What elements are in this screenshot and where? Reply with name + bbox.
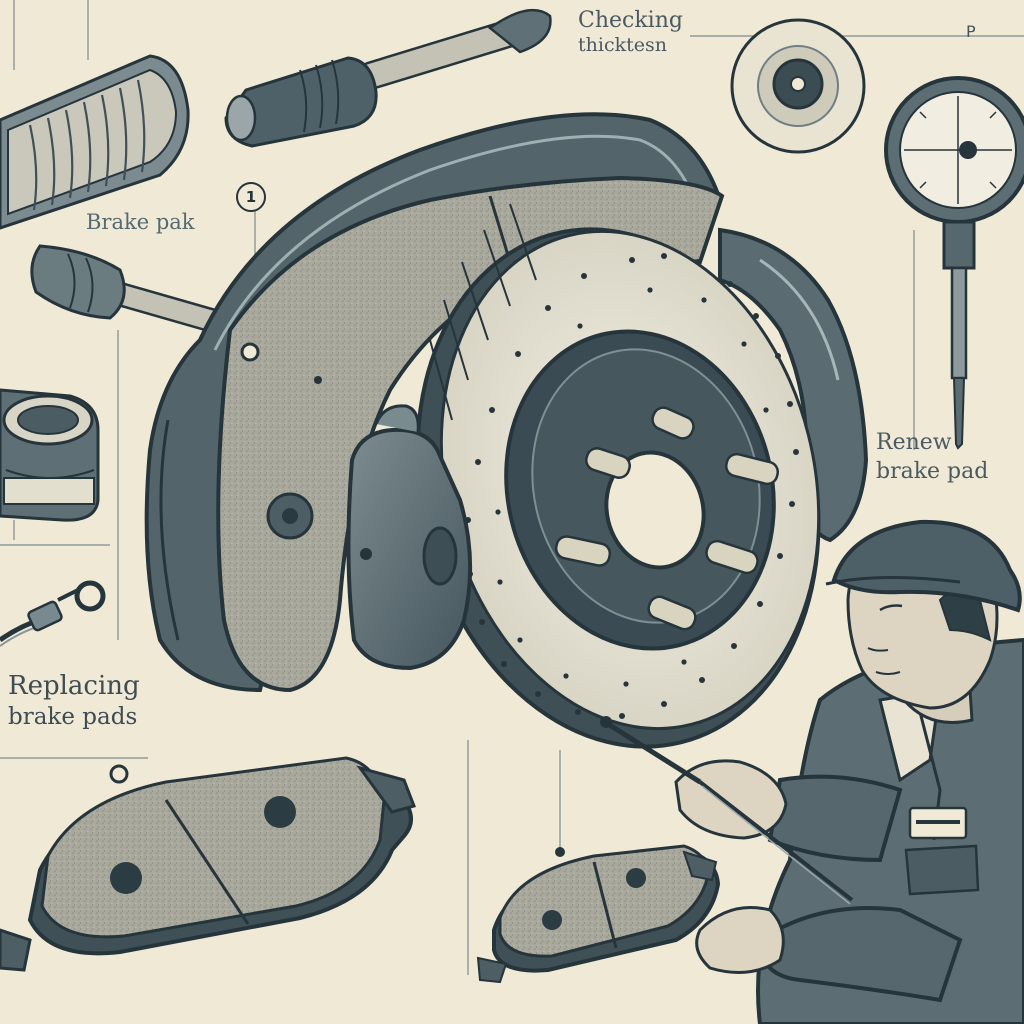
hub-center-bore — [604, 450, 706, 570]
label-checking-thickness: Checking thicktesn — [578, 8, 683, 57]
wheel-studs — [554, 406, 780, 631]
label-checking-line1: Checking — [578, 8, 683, 33]
brake-rotor-icon — [415, 203, 821, 749]
inspection-disc-icon — [730, 18, 866, 154]
mechanic-figure — [600, 519, 1024, 1024]
piston-seal-icon — [0, 388, 100, 522]
rotor-vent-fins — [429, 203, 537, 421]
label-renew-line1: Renew — [876, 430, 952, 455]
mechanic-right-hand — [674, 759, 788, 840]
label-renew-brake-pad: Renew brake pad — [876, 430, 988, 485]
handheld-brake-pad-icon — [476, 844, 721, 984]
caliper-housing-icon — [346, 404, 473, 671]
thickness-gauge-icon — [884, 76, 1024, 450]
small-ring-mark — [109, 764, 129, 784]
slide-pin-top-icon — [224, 8, 552, 148]
caliper-arm-right-icon — [718, 227, 869, 543]
probe-tip — [600, 716, 612, 728]
small-dot-mark — [555, 847, 565, 857]
spring-component-icon — [0, 54, 190, 230]
installed-brake-pad-icon — [216, 175, 725, 693]
mechanic-left-hand — [695, 906, 785, 974]
pin-marker — [240, 342, 260, 362]
replacement-brake-pad-icon — [0, 756, 416, 972]
label-replacing-line2: brake pads — [8, 703, 138, 730]
callout-number-badge: 1 — [236, 182, 266, 212]
slide-pin-left-icon — [30, 244, 221, 333]
label-brake-pak: Brake pak — [86, 210, 195, 234]
mechanic-cap — [831, 519, 1022, 613]
wear-sensor-icon — [0, 580, 106, 647]
gauge-mark-letter: P — [966, 22, 976, 41]
label-checking-line2: thicktesn — [578, 34, 667, 57]
label-replacing-brake-pads: Replacing brake pads — [8, 671, 140, 730]
label-renew-line2: brake pad — [876, 459, 989, 485]
label-replacing-line1: Replacing — [8, 671, 140, 701]
